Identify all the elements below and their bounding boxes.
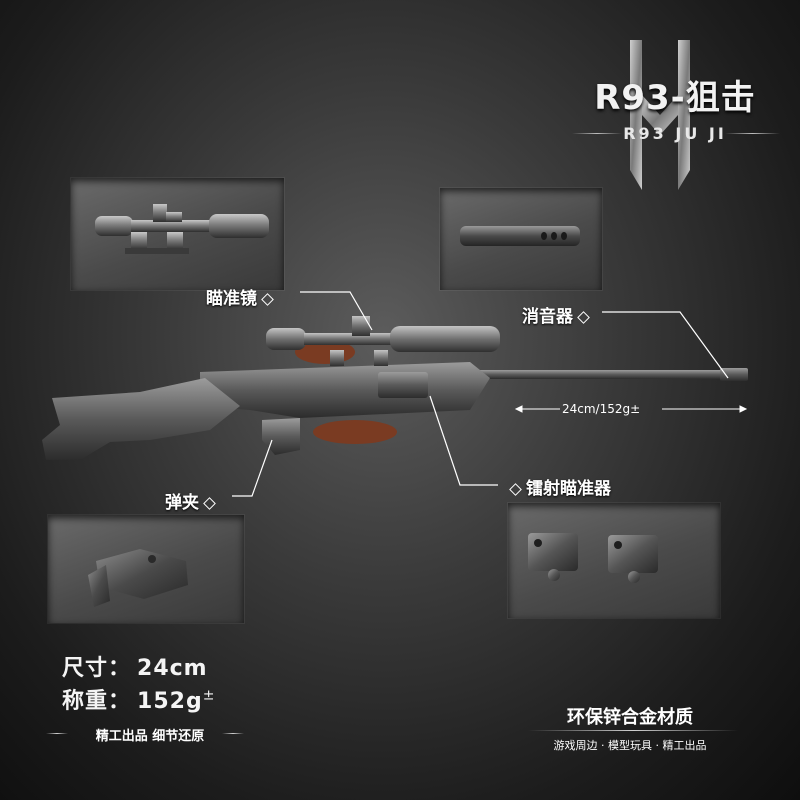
spec-weight: 称重：152g± (62, 683, 215, 715)
brand-logo-mark (630, 40, 690, 190)
callout-laser-sight: 镭射瞄准器 (505, 474, 611, 499)
rifle-laser-sight (378, 372, 428, 398)
material-text: 环保锌合金材质 (567, 707, 693, 728)
callout-leader-lines (232, 291, 729, 497)
tagline-craftsmanship: 精工出品 细节还原 (95, 729, 205, 744)
suppressor-detail-image (460, 226, 580, 246)
rifle-magazine (262, 418, 300, 455)
scope-detail-image (95, 204, 269, 254)
rifle-barrel (480, 370, 740, 379)
measurement-label: 24cm/152g± (562, 402, 641, 416)
spec-size-value: 24cm (137, 656, 208, 681)
callout-laser-text: 镭射瞄准器 (526, 479, 611, 499)
product-subtitle: R93 JU JI (623, 124, 727, 143)
spec-weight-label: 称重： (62, 689, 132, 714)
laser-sight-detail-image (528, 533, 658, 583)
diamond-marker-icon (203, 496, 216, 510)
callout-scope-text: 瞄准镜 (206, 289, 257, 309)
spec-size-label: 尺寸： (62, 656, 132, 681)
measurement-line (514, 405, 748, 413)
spec-weight-value: 152g (137, 689, 203, 714)
laser-sight-detail-panel (508, 503, 720, 618)
tagline-rule-left (46, 733, 68, 734)
rifle-muzzle-suppressor (720, 368, 748, 381)
spec-weight-suffix: ± (202, 687, 216, 704)
rifle-stock (42, 378, 240, 460)
tagline-rule-right (222, 733, 244, 734)
rifle-receiver (200, 362, 490, 418)
title-rule-right (725, 133, 780, 134)
diamond-marker-icon (577, 310, 590, 324)
product-title: R93-狙击 (594, 78, 756, 118)
footer-text: 游戏周边 · 模型玩具 · 精工出品 (553, 739, 707, 752)
suppressor-detail-panel (440, 188, 602, 290)
callout-magazine: 弹夹 (165, 488, 220, 513)
diamond-marker-icon (261, 292, 274, 306)
spec-size: 尺寸：24cm (62, 650, 208, 682)
material-rule (528, 730, 738, 731)
callout-scope: 瞄准镜 (206, 284, 278, 309)
rifle-scope (266, 316, 500, 366)
callout-suppressor: 消音器 (522, 302, 594, 327)
title-rule-left (572, 133, 622, 134)
magazine-detail-panel (48, 515, 244, 623)
scope-detail-panel (71, 178, 284, 290)
callout-suppressor-text: 消音器 (522, 307, 573, 327)
magazine-detail-image (88, 549, 188, 607)
diamond-marker-icon (509, 482, 522, 496)
callout-magazine-text: 弹夹 (165, 493, 199, 513)
